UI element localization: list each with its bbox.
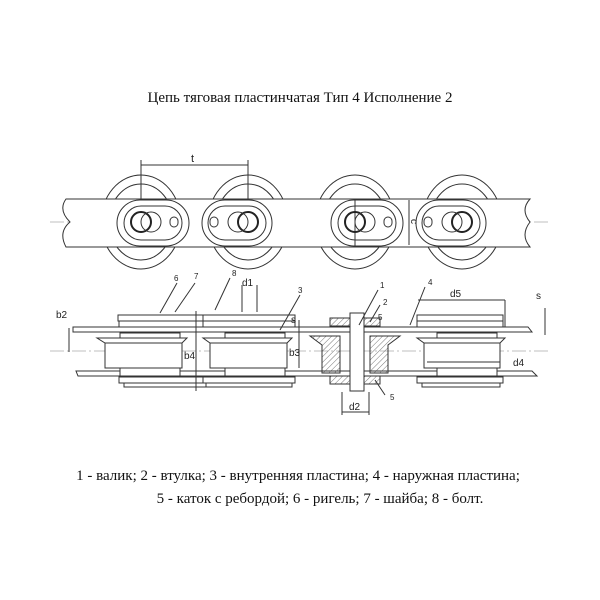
legend-line-1: 1 - валик; 2 - втулка; 3 - внутренняя пл…	[76, 468, 520, 484]
inner-plate-top	[72, 326, 534, 333]
outer-plate-band	[62, 198, 532, 248]
callout-4: 4	[428, 278, 433, 287]
label-t: t	[191, 153, 194, 165]
callout-2: 2	[383, 298, 388, 307]
callout-8: 8	[232, 269, 237, 278]
oval-plate-3	[330, 199, 404, 247]
drawing-title: Цепь тяговая пластинчатая Тип 4 Исполнен…	[147, 90, 453, 106]
side-view: b2 b4 b3 s s d1 d2 d4 d5 1 2 3 4 5 5 6 7…	[50, 269, 550, 415]
callout-1: 1	[380, 281, 385, 290]
label-b3: b3	[289, 348, 301, 359]
callout-6: 6	[174, 274, 179, 283]
label-b2: b2	[56, 310, 68, 321]
callout-5a: 5	[378, 313, 383, 322]
callout-5b: 5	[390, 393, 395, 402]
label-c: c	[408, 219, 419, 224]
label-d4: d4	[513, 358, 525, 369]
roller-side-sectioned	[308, 312, 402, 392]
oval-plate-2	[201, 199, 273, 247]
label-d2: d2	[349, 402, 361, 413]
label-d5: d5	[450, 289, 462, 300]
roller-side-4	[415, 314, 507, 388]
legend-line-2: 5 - каток с ребордой; 6 - ригель; 7 - ша…	[156, 491, 484, 507]
callout-numbers: 1 2 3 4 5 5 6 7 8	[174, 269, 433, 402]
callout-7: 7	[194, 272, 199, 281]
label-s-left: s	[291, 315, 296, 326]
label-b4: b4	[184, 351, 196, 362]
top-view: t c	[50, 153, 550, 270]
oval-plate-4	[415, 199, 487, 247]
roller-side-1	[95, 314, 219, 388]
label-s-right: s	[536, 291, 541, 302]
dimension-lines	[68, 277, 546, 415]
oval-plate-1	[116, 199, 190, 247]
roller-side-2	[201, 314, 296, 388]
callout-3: 3	[298, 286, 303, 295]
dimension-c: c	[408, 200, 419, 245]
dimension-t: t	[140, 153, 249, 199]
label-d1: d1	[242, 278, 254, 289]
